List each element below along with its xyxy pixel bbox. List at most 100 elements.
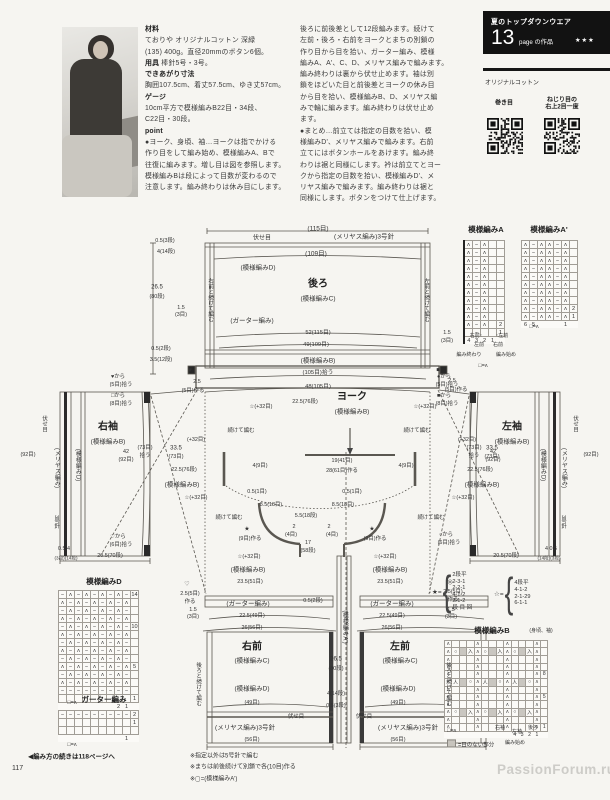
chart-cell — [488, 264, 497, 273]
chart-cell: ʌ — [537, 288, 546, 297]
chart-cell: ʌ — [122, 598, 131, 607]
chart-cell: − — [82, 598, 91, 607]
chart-cell: ʌ — [106, 598, 115, 607]
chart-cell — [496, 240, 505, 249]
chart-cell — [466, 662, 475, 672]
chart-cell — [130, 614, 139, 623]
chart-cell: ʌ — [90, 598, 99, 607]
chart-cell: ʌ — [545, 240, 554, 249]
chart-cell — [130, 678, 139, 687]
chart-cell: ʌ — [66, 606, 75, 615]
chart-cell: − — [90, 638, 99, 647]
chart-cell: − — [553, 272, 562, 281]
chart-cell — [540, 647, 549, 657]
chart-cell: − — [66, 630, 75, 639]
chart-cell — [66, 694, 75, 703]
chart-cell: ʌ — [537, 312, 546, 321]
difficulty-stars: ★★★ — [575, 37, 595, 44]
chart-cell: − — [553, 296, 562, 305]
chart-cell: ʌ — [545, 272, 554, 281]
qr-code-cast-on — [487, 118, 523, 154]
photo-skirt — [62, 135, 132, 197]
chart-cell: − — [122, 710, 131, 719]
chart-cell — [59, 703, 67, 711]
chart-cell: 2 — [482, 337, 487, 344]
chart-cell: ʌ — [66, 654, 75, 663]
chart-cell: − — [82, 614, 91, 623]
chart-cell: − — [553, 248, 562, 257]
chart-cell: ʌ — [545, 248, 554, 257]
chart-cell — [58, 726, 67, 735]
chart-cell: ʌ — [98, 670, 107, 679]
page-reference-suffix: page の作品 — [519, 39, 554, 46]
chart-cell: ʌ — [503, 639, 512, 649]
chart-cell: − — [66, 678, 75, 687]
chart-cell: ʌ — [82, 606, 91, 615]
chart-cell: − — [529, 240, 538, 249]
chart-cell: ʌ — [106, 646, 115, 655]
chart-cell — [474, 731, 481, 738]
chart-cell — [541, 731, 548, 738]
chart-cell: ʌ — [532, 715, 542, 725]
chart-cell — [445, 731, 452, 738]
chart-cell: ʌ — [90, 646, 99, 655]
chart-cell: 5 — [531, 321, 536, 328]
chart-cell: ʌ — [561, 288, 570, 297]
chart-cell: − — [114, 614, 123, 623]
chart-cell: ʌ — [114, 638, 123, 647]
chart-cell: − — [106, 710, 115, 719]
chart-cell: ʌ — [532, 692, 542, 702]
model-photo — [62, 27, 138, 197]
chart-cell: 1 — [130, 694, 139, 703]
chart-cell: 入 — [525, 647, 534, 657]
divider-rule — [483, 68, 610, 71]
qr2-label: ねじり目の 右上2目一度 — [545, 97, 579, 110]
chart-cell: ʌ — [561, 248, 570, 257]
chart-cell: − — [106, 622, 115, 631]
chart-cell: ʌ — [521, 312, 530, 321]
chart-cell — [488, 707, 497, 717]
chart-cell: ʌ — [561, 280, 570, 289]
chart-cell: ʌ — [545, 280, 554, 289]
chart-cell — [82, 718, 91, 727]
chart-cell — [496, 304, 505, 313]
chart-cell: ʌ — [561, 296, 570, 305]
chart-cell — [525, 662, 534, 672]
chart-cell: − — [122, 670, 131, 679]
chart-cell: ʌ — [521, 248, 530, 257]
chart-cell: ʌ — [98, 590, 107, 599]
chart-cell: − — [114, 630, 123, 639]
chart-cell — [90, 726, 99, 735]
chart-cell — [569, 280, 578, 289]
chart-cell — [488, 723, 497, 732]
chart-cell: ʌ — [98, 622, 107, 631]
chart-cell — [540, 685, 549, 694]
chart-cell: ʌ — [480, 240, 489, 249]
chart-cell — [569, 256, 578, 265]
chart-cell — [458, 670, 468, 679]
chart-cell — [463, 328, 473, 337]
chart-cell — [66, 718, 75, 727]
chart-cell: ʌ — [473, 647, 482, 657]
chart-cell: ʌ — [503, 715, 512, 725]
chart-cell: ʌ — [503, 723, 512, 732]
chart-cell: − — [98, 686, 107, 695]
chart-cell: − — [98, 662, 107, 671]
chart-cell — [540, 677, 549, 687]
chart-cell: 3 — [474, 337, 479, 344]
chart-cell — [495, 655, 505, 664]
chart-cell — [488, 700, 497, 709]
chart-cell: ʌ — [473, 692, 482, 702]
chart-cell: ○ — [466, 677, 475, 687]
chart-cell — [495, 715, 505, 725]
chart-cell — [540, 700, 549, 709]
chart-cell: − — [98, 630, 107, 639]
chart-cell: ʌ — [521, 264, 530, 273]
chart-cell: ʌ — [537, 256, 546, 265]
chart-cell: ʌ — [463, 256, 473, 265]
chart-cell: ʌ — [473, 715, 482, 725]
chart-cell — [59, 735, 67, 743]
chart-cell: − — [66, 598, 75, 607]
chart-cell: ʌ — [521, 280, 530, 289]
